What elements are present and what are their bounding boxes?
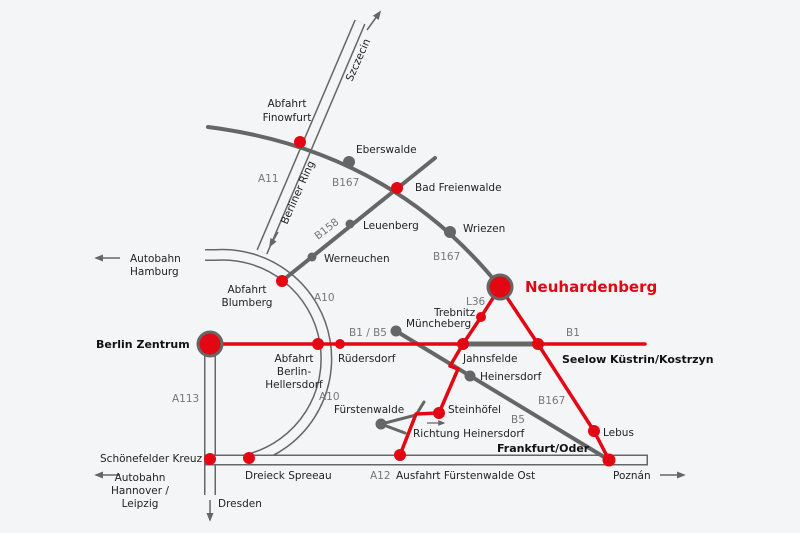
label-heinersdorf: Heinersdorf xyxy=(480,371,542,383)
label-abfahrt-hellersdorf-1: Abfahrt xyxy=(274,353,313,365)
road-label-b167-c: B167 xyxy=(538,395,565,407)
label-poznan: Poznán xyxy=(613,470,651,482)
road-label-a11: A11 xyxy=(258,173,279,185)
route-b167-south xyxy=(498,285,611,462)
autobahn-a12 xyxy=(205,454,648,466)
label-abfahrt-hellersdorf-2: Berlin- xyxy=(277,366,311,378)
road-label-a113: A113 xyxy=(172,393,199,405)
road-label-l36: L36 xyxy=(466,296,486,308)
label-schoenefelder-kreuz: Schönefelder Kreuz xyxy=(100,453,203,465)
autobahn-a10-ring xyxy=(205,248,333,465)
label-steinhoefel: Steinhöfel xyxy=(448,404,501,416)
label-muencheberg: Müncheberg xyxy=(406,318,471,330)
label-ruedersdorf: Rüdersdorf xyxy=(338,353,396,365)
label-leuenberg: Leuenberg xyxy=(363,220,419,232)
label-fuerstenwalde: Fürstenwalde xyxy=(334,404,404,416)
arrow-szczecin-icon xyxy=(366,10,382,31)
label-richtung-heinersdorf: Richtung Heinersdorf xyxy=(413,428,525,440)
label-abfahrt-blumberg-1: Abfahrt xyxy=(227,284,266,296)
arrow-berliner-ring-icon xyxy=(269,231,279,248)
label-autobahn-hannover-2: Hannover / xyxy=(111,485,169,497)
label-eberswalde: Eberswalde xyxy=(356,144,417,156)
label-autobahn-hannover-3: Leipzig xyxy=(122,498,159,510)
road-label-b167-a: B167 xyxy=(332,177,359,189)
red-stops xyxy=(204,136,616,467)
label-kuestrin: Küstrin/Kostrzyn xyxy=(610,353,714,366)
gray-stops xyxy=(307,156,476,430)
road-b158 xyxy=(280,156,437,283)
label-jahnsfelde: Jahnsfelde xyxy=(462,353,518,365)
road-label-a10-b: A10 xyxy=(319,391,340,403)
road-label-b1-b5: B1 / B5 xyxy=(349,327,387,339)
label-abfahrt-finowfurt-1: Abfahrt xyxy=(267,98,306,110)
label-wriezen: Wriezen xyxy=(463,223,505,235)
label-ausfahrt-fuerstenwalde-ost: Ausfahrt Fürstenwalde Ost xyxy=(396,470,535,482)
label-frankfurt-oder: Frankfurt/Oder xyxy=(497,442,590,455)
label-werneuchen: Werneuchen xyxy=(324,253,390,265)
label-abfahrt-hellersdorf-3: Hellersdorf xyxy=(265,379,323,391)
road-label-a12: A12 xyxy=(370,470,391,482)
label-lebus: Lebus xyxy=(603,427,634,439)
label-bad-freienwalde: Bad Freienwalde xyxy=(415,182,502,194)
label-dresden: Dresden xyxy=(218,498,262,510)
label-neuhardenberg: Neuhardenberg xyxy=(525,278,657,296)
label-abfahrt-finowfurt-2: Finowfurt xyxy=(263,112,312,124)
label-dreieck-spreeau: Dreieck Spreeau xyxy=(245,470,332,482)
road-b5 xyxy=(394,329,611,462)
autobahn-a11 xyxy=(256,19,366,255)
road-b167-arc xyxy=(206,125,502,289)
label-trebnitz: Trebnitz xyxy=(433,307,476,319)
neuhardenberg-marker xyxy=(486,273,514,301)
road-label-b5: B5 xyxy=(511,414,525,426)
label-autobahn-hannover-1: Autobahn xyxy=(115,472,166,484)
label-abfahrt-blumberg-2: Blumberg xyxy=(222,297,273,309)
label-seelow: Seelow xyxy=(562,353,606,366)
road-label-b167-b: B167 xyxy=(433,251,460,263)
label-berlin-zentrum: Berlin Zentrum xyxy=(96,338,190,351)
berlin-zentrum-marker xyxy=(196,330,224,358)
road-label-b1: B1 xyxy=(566,327,580,339)
route-l36 xyxy=(398,285,502,457)
road-label-a10-a: A10 xyxy=(314,292,335,304)
label-autobahn-hamburg-2: Hamburg xyxy=(130,266,179,278)
label-autobahn-hamburg-1: Autobahn xyxy=(130,253,181,265)
